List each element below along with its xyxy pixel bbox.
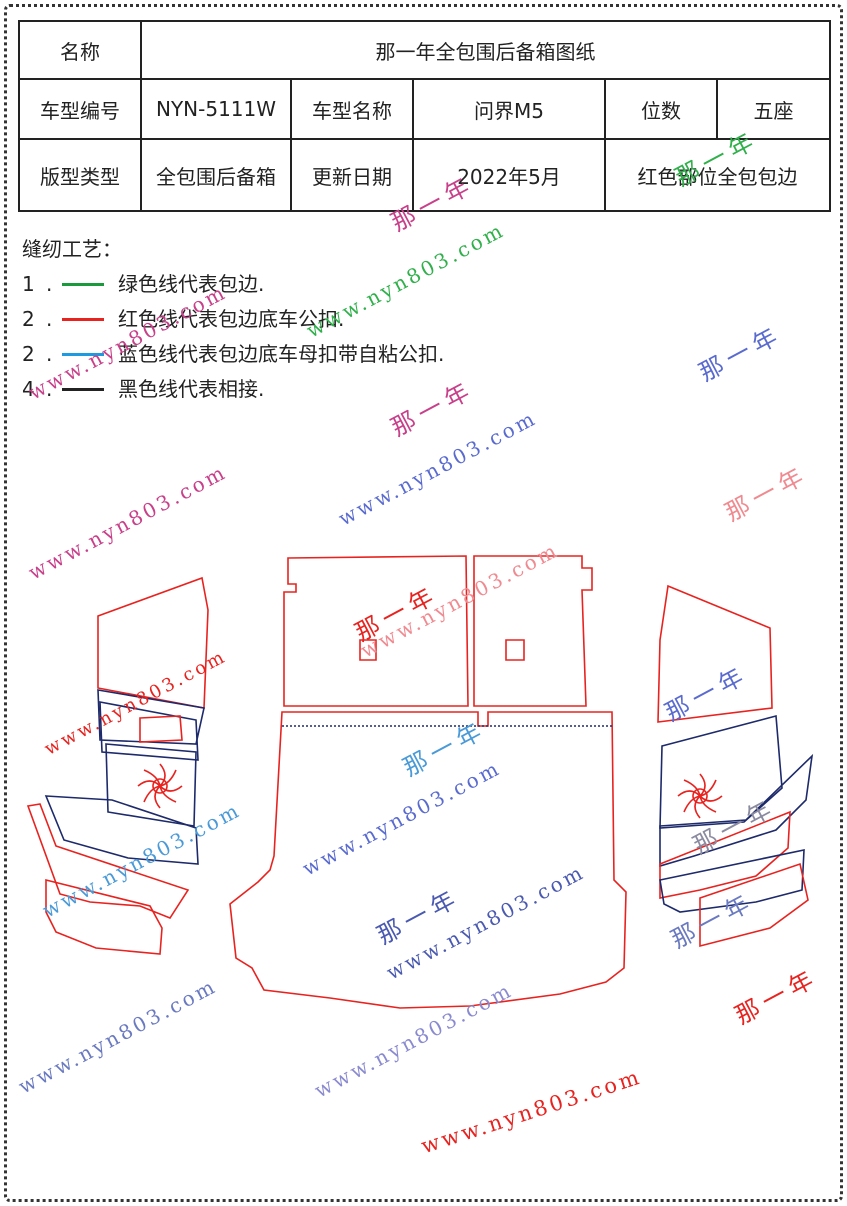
right-side-panel-1 xyxy=(657,584,773,723)
right-side-panel-5 xyxy=(659,849,805,913)
top-left-flap xyxy=(283,555,469,707)
legend-item: 2.红色线代表包边底车公扣. xyxy=(22,302,444,337)
right-side-panel-2 xyxy=(659,714,783,829)
left-side-panel-2 xyxy=(97,689,205,745)
sewing-legend: 缝纫工艺： 1.绿色线代表包边.2.红色线代表包边底车公扣.2.蓝色线代表包边底… xyxy=(22,232,444,407)
binding-note: 红色部位全包包边 xyxy=(603,138,832,212)
legend-color-line xyxy=(62,388,104,391)
legend-title: 缝纫工艺： xyxy=(22,237,122,261)
legend-item-number: 4 xyxy=(22,377,35,401)
left-side-panel-5 xyxy=(44,795,199,865)
pattern-type-label: 版型类型 xyxy=(18,138,142,212)
left-side-panel-6 xyxy=(26,803,190,919)
update-date-value: 2022年5月 xyxy=(412,138,606,212)
left-side-panel-7 xyxy=(45,878,163,955)
spec-table: 名称 那一年全包围后备箱图纸 车型编号 NYN-5111W 车型名称 问界M5 … xyxy=(18,20,832,212)
legend-color-line xyxy=(62,318,104,321)
model-name-value: 问界M5 xyxy=(412,78,606,140)
pattern-type-value: 全包围后备箱 xyxy=(140,138,292,212)
left-side-panel-4 xyxy=(105,743,197,827)
legend-item: 4.黑色线代表相接. xyxy=(22,372,444,407)
legend-color-line xyxy=(62,353,104,356)
model-code-label: 车型编号 xyxy=(18,78,142,140)
top-right-flap xyxy=(473,555,593,707)
model-code-value: NYN-5111W xyxy=(140,78,292,140)
name-label: 名称 xyxy=(18,20,142,80)
update-date-label: 更新日期 xyxy=(290,138,414,212)
legend-item-number: 2 xyxy=(22,307,35,331)
left-side-panel-3 xyxy=(99,701,199,761)
legend-item-number: 2 xyxy=(22,342,35,366)
emblem-left xyxy=(137,763,183,809)
legend-color-line xyxy=(62,283,104,286)
trunk-floor-mat xyxy=(229,711,627,1009)
left-side-panel-1 xyxy=(97,576,209,709)
legend-item: 1.绿色线代表包边. xyxy=(22,267,444,302)
right-side-panel-6 xyxy=(699,862,809,948)
page-border xyxy=(4,4,843,1202)
legend-item: 2.蓝色线代表包边底车母扣带自粘公扣. xyxy=(22,337,444,372)
drawing-title: 那一年全包围后备箱图纸 xyxy=(139,20,832,80)
legend-item-text: 蓝色线代表包边底车母扣带自粘公扣. xyxy=(118,342,445,366)
right-side-panel-4 xyxy=(659,810,791,899)
seats-label: 位数 xyxy=(604,78,718,140)
legend-item-text: 黑色线代表相接. xyxy=(118,377,265,401)
legend-item-text: 绿色线代表包边. xyxy=(118,272,265,296)
legend-item-text: 红色线代表包边底车公扣. xyxy=(118,307,345,331)
right-side-panel-3 xyxy=(659,753,814,868)
legend-item-number: 1 xyxy=(22,272,35,296)
model-name-label: 车型名称 xyxy=(290,78,414,140)
emblem-right xyxy=(677,773,723,819)
seats-value: 五座 xyxy=(715,78,832,140)
